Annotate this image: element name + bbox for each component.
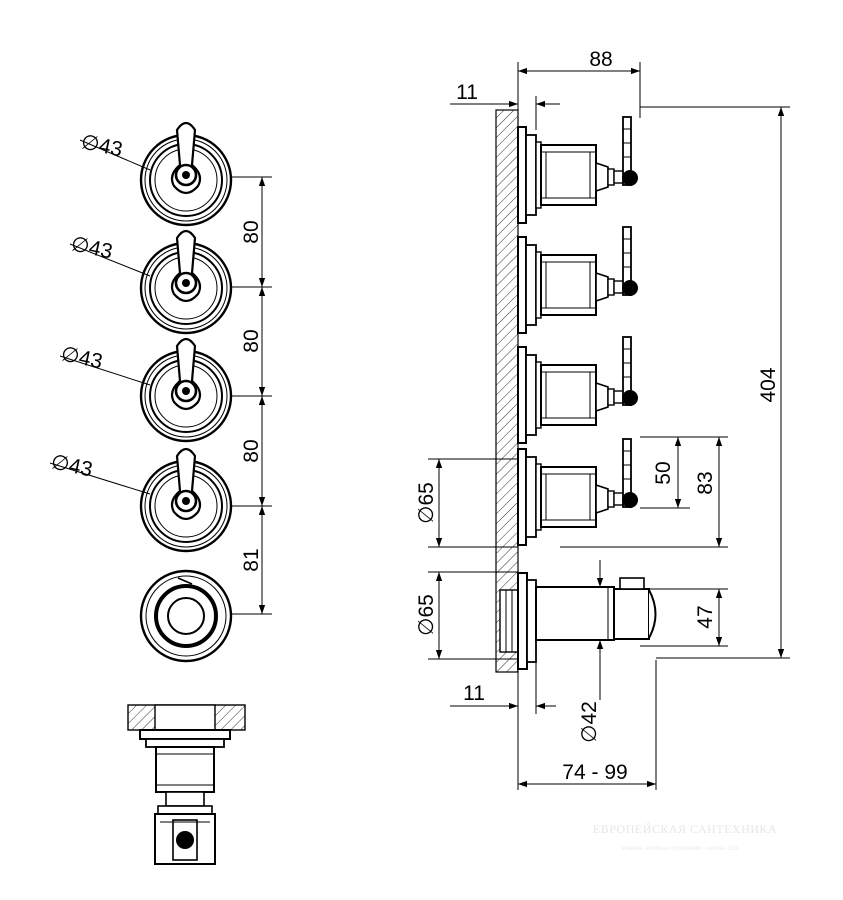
front-diameter-label-2: ∅43 — [69, 232, 115, 263]
front-view: ∅43 ∅43 ∅43 ∅43 80 80 80 81 — [49, 121, 272, 663]
dim-rosette-lower: ∅65 — [415, 594, 438, 636]
front-diameter-label-1: ∅43 — [79, 130, 125, 161]
wall-section — [495, 109, 519, 673]
side-valve-1 — [517, 116, 639, 224]
lever-dimensions — [560, 436, 728, 548]
rosette-dimension-upper — [428, 458, 518, 548]
top-dimensions — [450, 62, 641, 130]
side-spout — [499, 572, 657, 670]
front-diameter-leaders — [49, 139, 151, 495]
depth-dimension — [518, 660, 657, 790]
side-valve-3 — [517, 336, 639, 444]
dim-lever-height: 50 — [652, 461, 675, 484]
spacing-label-3: 80 — [240, 439, 263, 462]
spacing-label-2: 80 — [240, 329, 263, 352]
dim-depth-range: 74 - 99 — [562, 761, 627, 784]
side-valve-4 — [517, 438, 639, 546]
front-diameter-label-3: ∅43 — [59, 342, 105, 373]
dim-lever-span: 83 — [694, 471, 717, 494]
watermark: ЕВРОПЕЙСКАЯ САНТЕХНИКА КАМЕНЬ • ПЛИТКА •… — [593, 822, 777, 852]
dim-spout-height: 47 — [694, 605, 717, 628]
front-knob-2 — [139, 229, 233, 335]
dim-spout-diameter: ∅42 — [578, 701, 601, 743]
spacing-label-4: 81 — [240, 548, 263, 571]
front-spacing-dimensions — [230, 176, 272, 615]
dim-top-width: 88 — [589, 48, 612, 71]
spacing-label-1: 80 — [240, 220, 263, 243]
side-valve-2 — [517, 226, 639, 334]
front-knob-4 — [139, 447, 233, 553]
dim-top-offset: 11 — [456, 81, 478, 104]
front-diameter-label-4: ∅43 — [49, 450, 95, 481]
front-spout-rosette — [139, 569, 233, 663]
side-view: 88 11 404 50 83 ∅65 — [415, 48, 790, 790]
front-knob-3 — [139, 337, 233, 443]
dim-rosette-upper: ∅65 — [415, 482, 438, 524]
front-knob-1 — [139, 121, 233, 227]
dim-total-height: 404 — [757, 367, 780, 402]
watermark-title: ЕВРОПЕЙСКАЯ САНТЕХНИКА — [593, 822, 777, 836]
top-section-view — [127, 704, 246, 865]
dim-bottom-offset: 11 — [463, 682, 485, 705]
total-height-dimension — [640, 106, 790, 659]
bottom-offset-dimension — [450, 660, 556, 790]
spout-height-dimension — [640, 588, 728, 647]
rosette-dimension-lower — [428, 571, 518, 660]
watermark-subtitle: КАМЕНЬ • ПЛИТКА • ОТОПЛЕНИЕ • САУНЫ • СП… — [621, 847, 739, 852]
